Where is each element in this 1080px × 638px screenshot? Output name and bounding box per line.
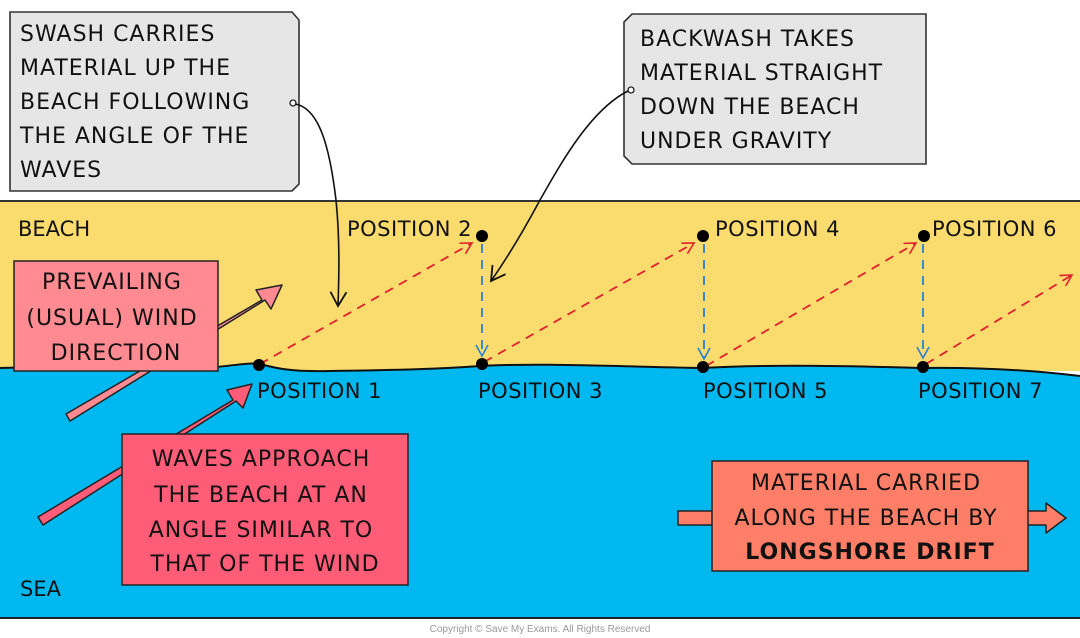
- backwash-callout-text: BACKWASH TAKES MATERIAL STRAIGHT DOWN TH…: [640, 27, 891, 154]
- backwash-line-2: MATERIAL STRAIGHT: [640, 61, 883, 86]
- waves-line-1: WAVES APPROACH: [152, 447, 370, 472]
- swash-callout-box: [9, 11, 300, 192]
- wind-line-3: DIRECTION: [51, 341, 182, 366]
- backwash-line-1: BACKWASH TAKES: [640, 27, 855, 52]
- swash-line-4: THE ANGLE OF THE: [19, 124, 249, 149]
- position-5-dot: [697, 361, 709, 373]
- copyright-notice: Copyright © Save My Exams. All Rights Re…: [430, 624, 651, 635]
- position-2-label: POSITION 2: [347, 217, 472, 241]
- position-7-dot: [917, 361, 929, 373]
- sea-label: SEA: [20, 577, 62, 601]
- swash-path-7-onward: [925, 274, 1074, 365]
- swash-leader-line: [294, 103, 348, 308]
- position-6-dot: [918, 230, 930, 242]
- swash-line-2: MATERIAL UP THE: [20, 56, 231, 81]
- position-dots: [253, 230, 930, 373]
- waves-approach-box: [121, 433, 409, 586]
- drift-box-text: MATERIAL CARRIED ALONG THE BEACH BY LONG…: [734, 471, 1005, 565]
- drift-arrow-head: [1026, 502, 1067, 534]
- backwash-line-4: UNDER GRAVITY: [640, 129, 832, 154]
- drift-line-1: MATERIAL CARRIED: [751, 471, 981, 496]
- swash-leader-anchor: [289, 99, 297, 107]
- backwash-callout-box: [623, 13, 927, 165]
- swash-line-5: WAVES: [20, 158, 102, 183]
- backwash-leader-line: [489, 90, 629, 283]
- position-6-label: POSITION 6: [932, 217, 1057, 241]
- waves-line-3: ANGLE SIMILAR TO: [149, 518, 373, 543]
- waves-box-text: WAVES APPROACH THE BEACH AT AN ANGLE SIM…: [149, 447, 381, 577]
- backwash-line-3: DOWN THE BEACH: [640, 95, 860, 120]
- position-1-label: POSITION 1: [257, 379, 382, 403]
- position-5-label: POSITION 5: [703, 379, 828, 403]
- drift-line-2: ALONG THE BEACH BY: [734, 506, 997, 531]
- swash-line-1: SWASH CARRIES: [20, 22, 215, 47]
- position-4-label: POSITION 4: [715, 217, 840, 241]
- wind-box-text: PREVAILING (USUAL) WIND DIRECTION: [26, 270, 205, 366]
- swash-path-5-6: [705, 242, 918, 367]
- position-1-dot: [253, 359, 265, 371]
- swash-path-3-4: [483, 242, 696, 363]
- drift-emphasis: LONGSHORE DRIFT: [745, 540, 994, 565]
- swash-path-1-2: [259, 242, 474, 365]
- drift-arrow-tail: [677, 510, 715, 526]
- wind-direction-box: [13, 260, 219, 372]
- position-3-label: POSITION 3: [478, 379, 603, 403]
- swash-line-3: BEACH FOLLOWING: [20, 90, 250, 115]
- position-7-label: POSITION 7: [918, 379, 1043, 403]
- swash-callout-text: SWASH CARRIES MATERIAL UP THE BEACH FOLL…: [19, 22, 258, 183]
- wind-line-1: PREVAILING: [42, 270, 182, 295]
- waves-line-4: THAT OF THE WIND: [149, 552, 379, 577]
- waves-line-2: THE BEACH AT AN: [153, 483, 368, 508]
- backwash-leader-anchor: [627, 86, 635, 94]
- position-2-dot: [476, 230, 488, 242]
- longshore-drift-box: [711, 460, 1029, 572]
- wind-line-2: (USUAL) WIND: [26, 306, 197, 331]
- position-3-dot: [476, 358, 488, 370]
- beach-label: BEACH: [18, 217, 90, 241]
- position-4-dot: [697, 230, 709, 242]
- backwash-paths: [475, 244, 930, 361]
- swash-paths: [259, 242, 1074, 367]
